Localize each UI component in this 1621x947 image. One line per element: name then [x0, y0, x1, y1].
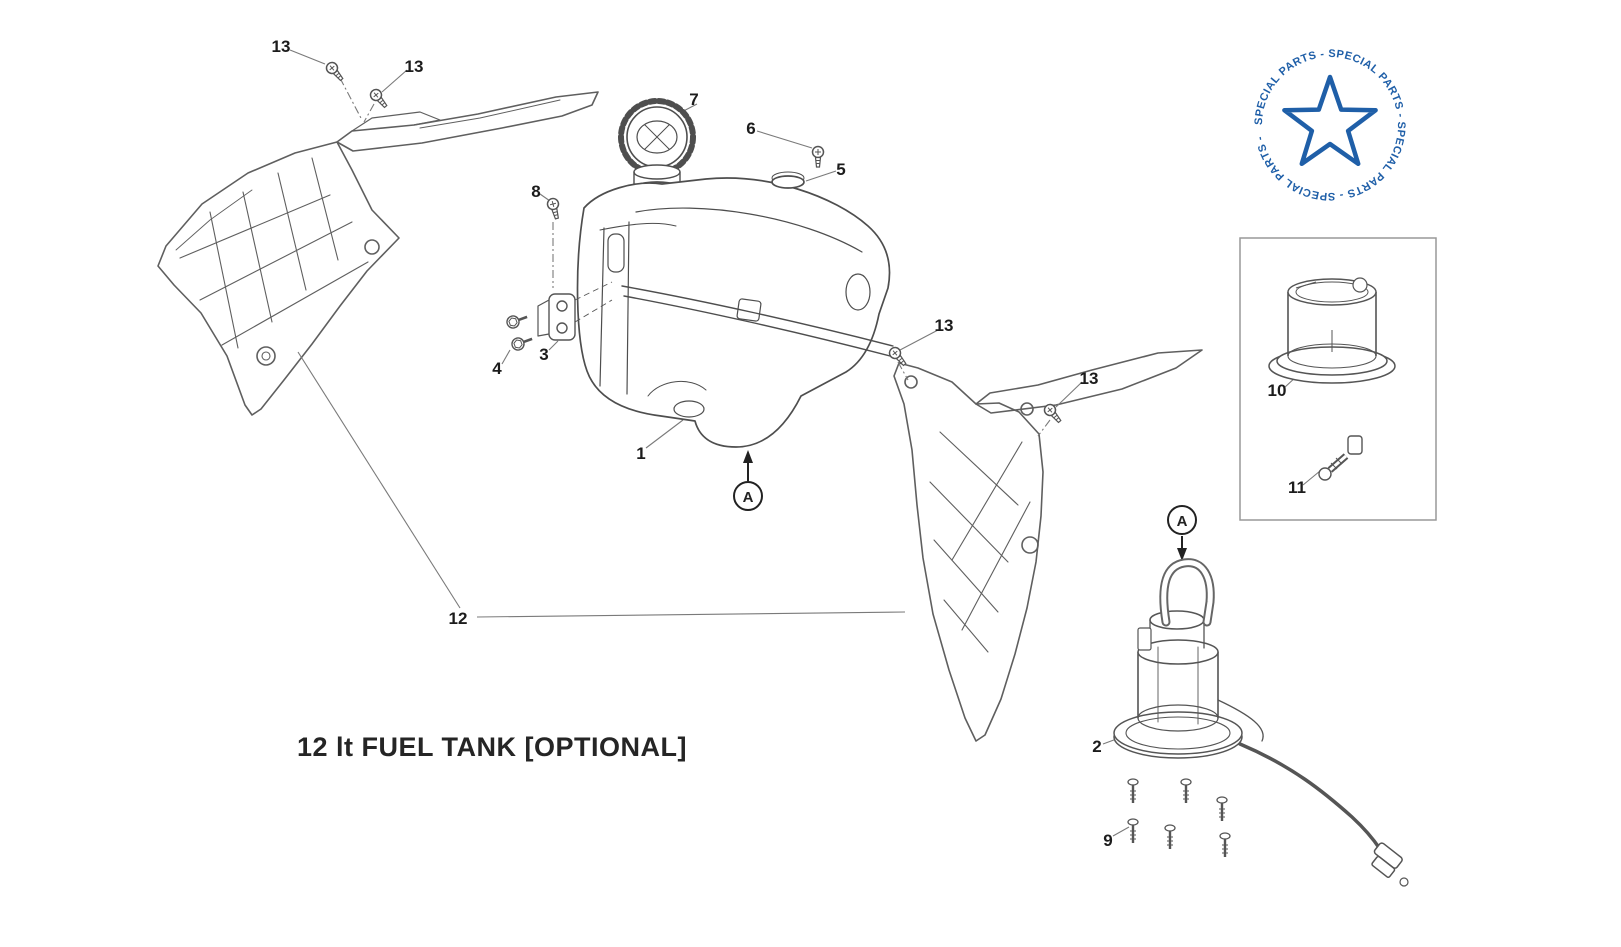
pump-screws-illustration: [1126, 777, 1232, 859]
inset-box: [1239, 237, 1437, 521]
view-callout-a-pump: A: [1167, 505, 1197, 561]
part-label-13-upper-mid: 13: [404, 57, 424, 76]
part-label-13-upper-left: 13: [271, 37, 291, 56]
part-label-6: 6: [746, 119, 756, 138]
part-label-9: 9: [1103, 831, 1113, 850]
fuel-tank-illustration: [576, 98, 894, 448]
right-side-panel-illustration: [893, 349, 1203, 742]
fuel-valve-illustration: [1318, 435, 1363, 481]
fuel-filter-illustration: [1268, 277, 1396, 384]
part-label-2: 2: [1092, 737, 1102, 756]
callout-letter: A: [1177, 513, 1188, 530]
harness-connector-illustration: [1371, 842, 1403, 878]
fuel-cap-illustration: [618, 98, 696, 180]
tank-pad-illustration: [771, 171, 805, 189]
part-label-13-right-b: 13: [1079, 369, 1099, 388]
stamp-star-icon: [1282, 74, 1378, 167]
part-label-10: 10: [1267, 381, 1287, 400]
screw-13-icon: [367, 86, 391, 111]
part-label-8: 8: [531, 182, 541, 201]
part-label-7: 7: [689, 90, 699, 109]
arrow-down-icon: [1177, 548, 1187, 561]
part-label-5: 5: [836, 160, 846, 179]
part-label-12: 12: [448, 609, 468, 628]
part-label-3: 3: [539, 345, 549, 364]
screw-6-icon: [811, 145, 825, 168]
tank-bracket-illustration: [504, 281, 613, 353]
view-callout-a-tank: A: [733, 450, 763, 511]
special-parts-stamp: SPECIAL PARTS - SPECIAL PARTS - SPECIAL …: [1253, 48, 1407, 202]
left-side-panel-illustration: [157, 91, 599, 416]
diagram-title: 12 lt FUEL TANK [OPTIONAL]: [297, 732, 687, 762]
part-label-4: 4: [492, 359, 502, 378]
part-label-1: 1: [636, 444, 646, 463]
callout-letter: A: [743, 489, 754, 506]
part-label-11: 11: [1288, 478, 1306, 497]
part-label-13-right-a: 13: [934, 316, 954, 335]
screw-13-icon: [323, 59, 347, 84]
screw-8-icon: [545, 196, 563, 221]
arrow-up-icon: [743, 450, 753, 463]
fuel-pump-illustration: [1113, 558, 1409, 887]
